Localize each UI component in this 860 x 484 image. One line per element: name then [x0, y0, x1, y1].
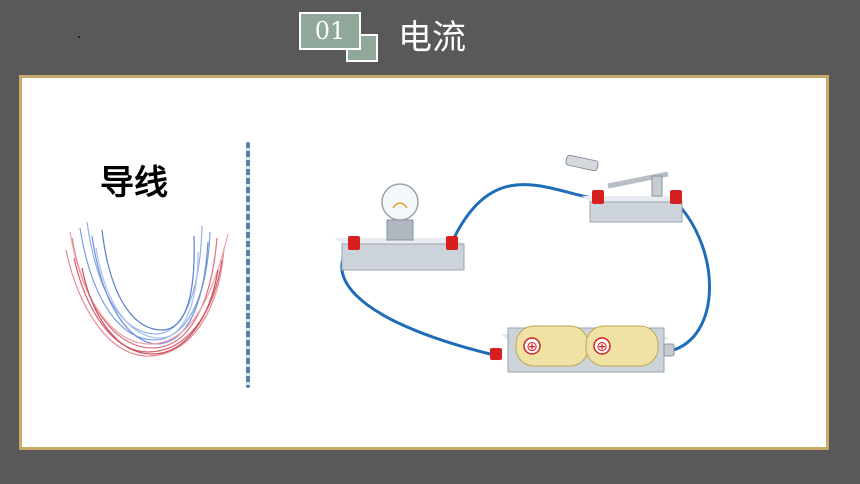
lamp-holder [334, 183, 465, 271]
wire-bundle-image [65, 221, 229, 357]
knife-switch [565, 154, 683, 223]
decorative-dot [78, 36, 80, 38]
battery-plus-2: ⊕ [596, 339, 608, 355]
wire-switch-to-battery [669, 198, 711, 353]
battery-holder: ⊕ ⊕ [490, 325, 675, 373]
wire-label: 导线 [100, 163, 168, 203]
section-number: 01 [299, 12, 361, 50]
slide-header: 01 电流 [0, 0, 860, 70]
circuit-diagram: ⊕ ⊕ [334, 154, 711, 373]
content-panel: 导线 [19, 75, 829, 450]
wire-lamp-to-switch [450, 183, 593, 243]
section-title: 电流 [398, 18, 466, 58]
dashed-divider [246, 142, 250, 388]
battery-plus-1: ⊕ [526, 339, 538, 355]
